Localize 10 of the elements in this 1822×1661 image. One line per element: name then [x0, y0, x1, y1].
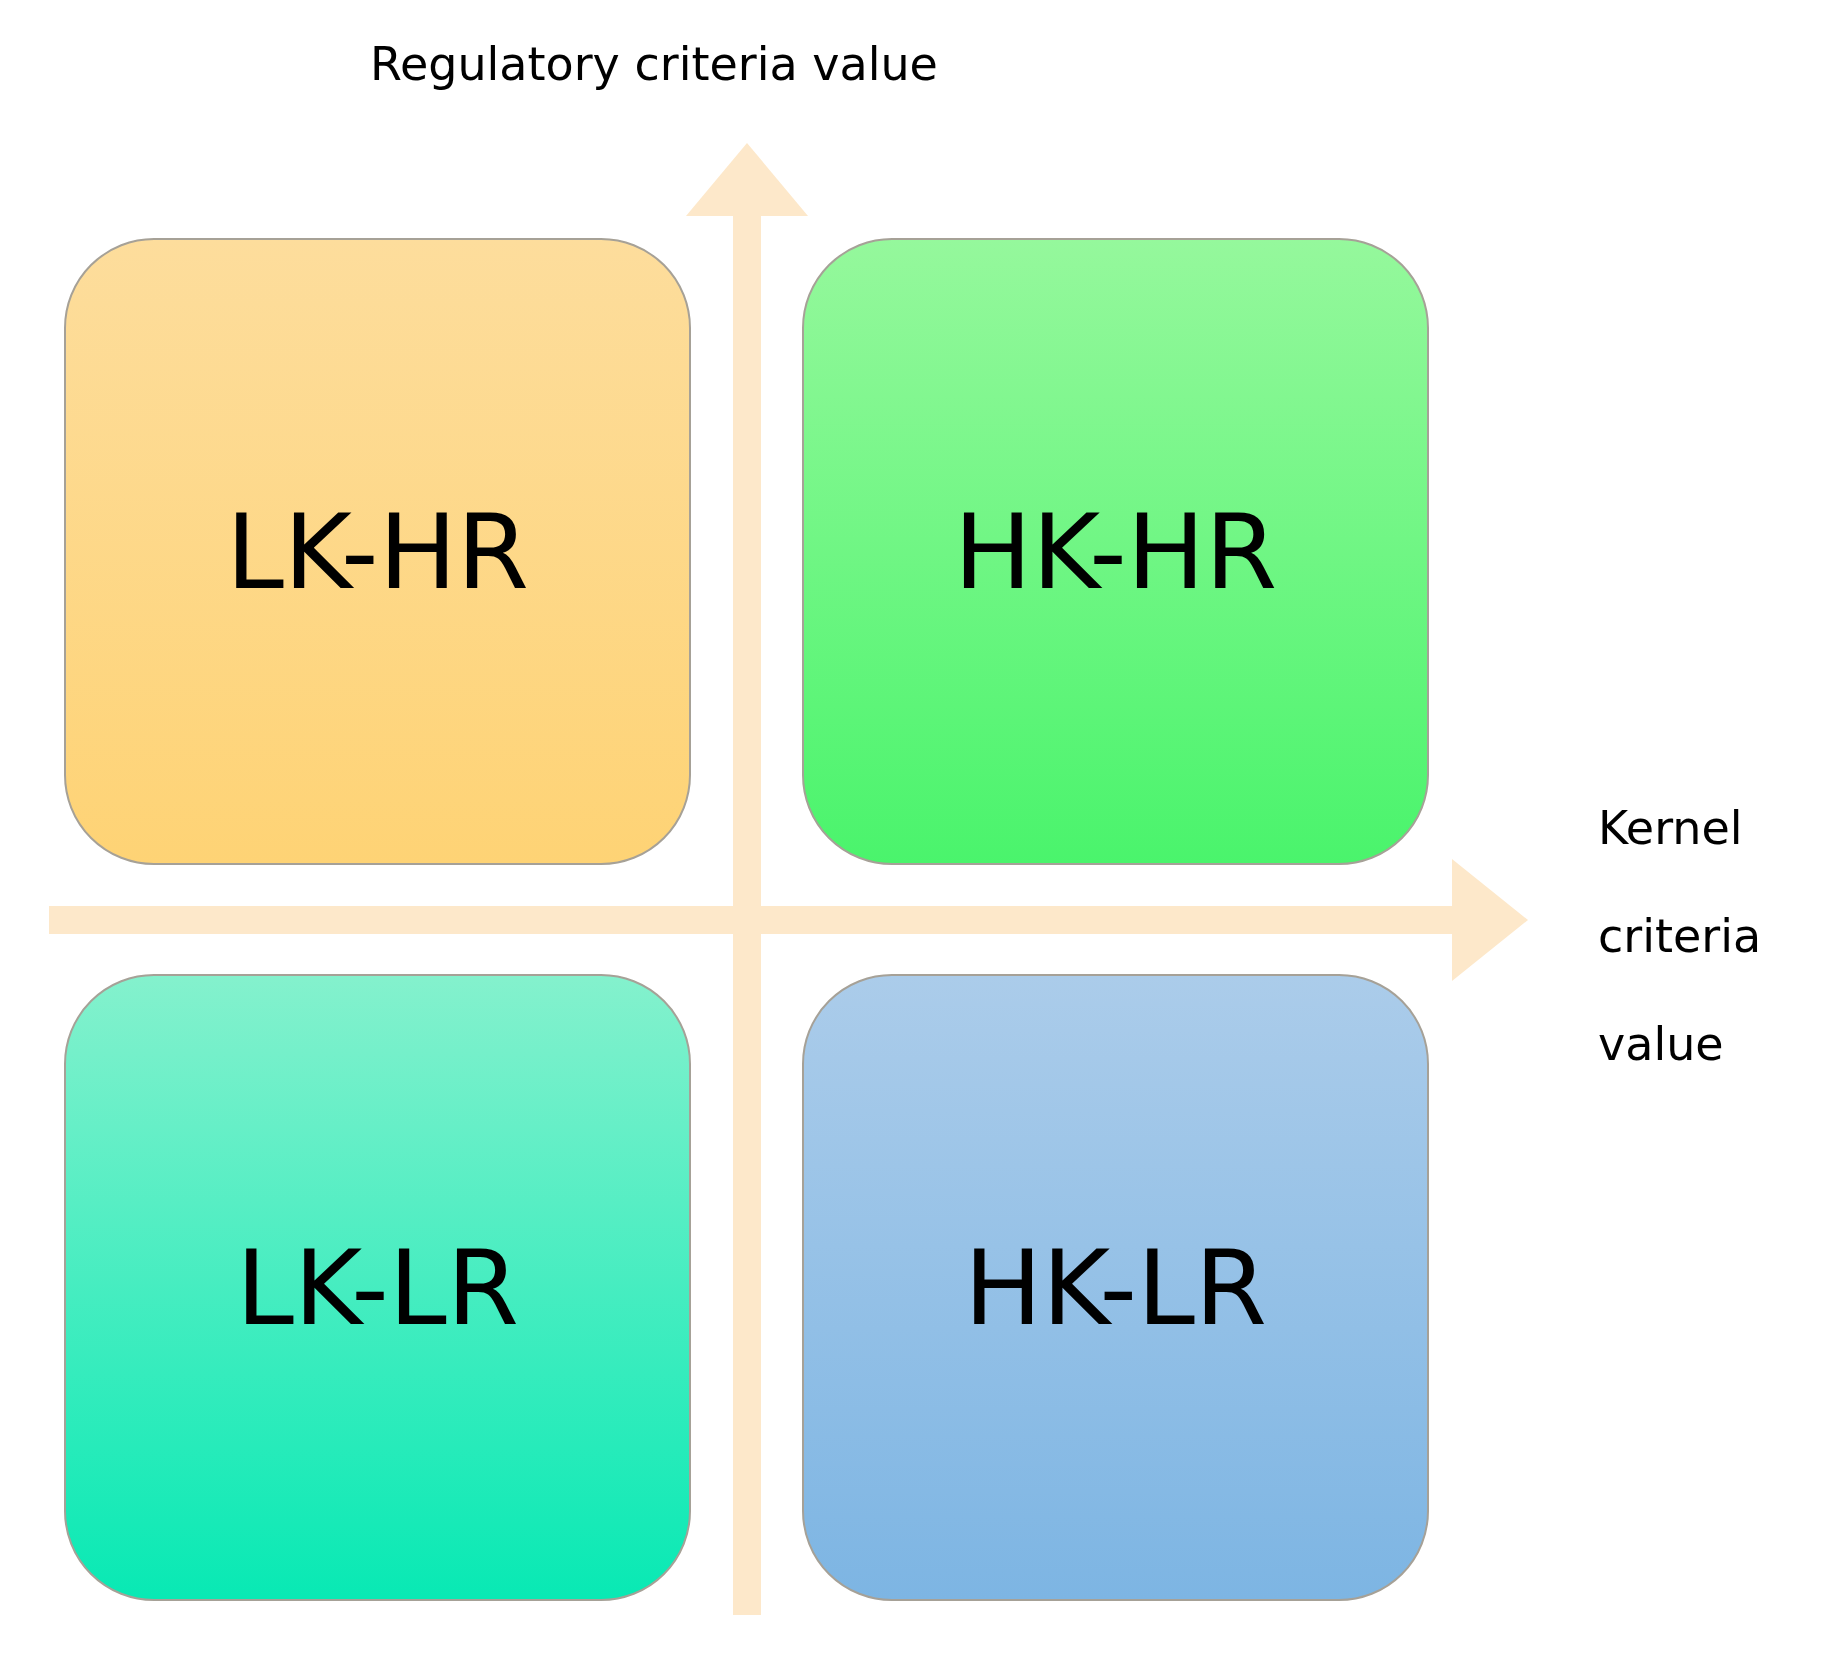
quadrant-box: [802, 238, 1429, 865]
quadrant-label: LK-LR: [236, 1226, 519, 1349]
quadrant-label: HK-LR: [963, 1226, 1268, 1349]
quadrant-box: [64, 974, 691, 1601]
quadrant-label: LK-HR: [225, 490, 530, 613]
quadrant-box: [64, 238, 691, 865]
axis-label: Regulatory criteria value: [370, 36, 939, 93]
axis-label: Kernel criteria value: [1598, 800, 1763, 1073]
quadrant-box: [802, 974, 1429, 1601]
quadrant-label: HK-HR: [953, 490, 1278, 613]
